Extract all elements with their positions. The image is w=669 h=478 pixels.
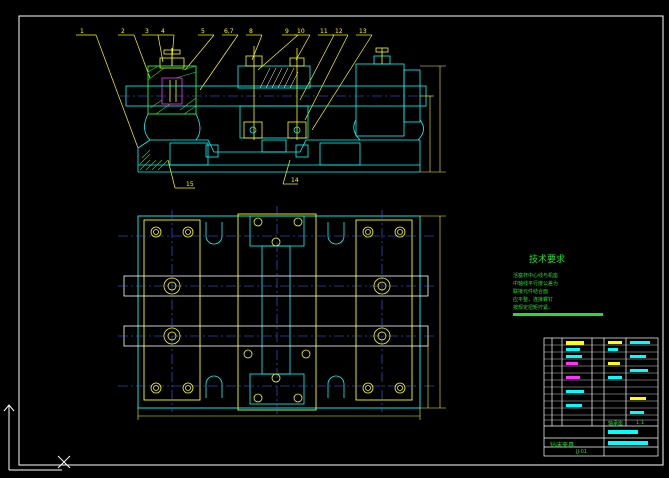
section-hatching <box>139 149 169 171</box>
dimension-lines <box>420 65 446 173</box>
callout-label: 4 <box>161 28 165 35</box>
front-view: 1 2 3 4 5 6,7 8 9 10 11 12 13 15 14 <box>76 28 446 189</box>
tech-line: 按规定扭矩拧紧。 <box>513 305 554 311</box>
title-block-drawing-no: JJ-01 <box>576 449 587 455</box>
main-shaft <box>120 85 432 107</box>
ucs-icon <box>3 404 71 471</box>
title-block-fills <box>566 341 650 445</box>
callout-label: 12 <box>335 28 343 35</box>
title-block-footer: 钻床夹具 <box>550 442 575 449</box>
drawing-frame <box>18 15 664 466</box>
callout-label: 11 <box>320 28 328 35</box>
callout-label: 2 <box>121 28 125 35</box>
callout-label: 1 <box>80 28 84 35</box>
callout-label: 10 <box>297 28 305 35</box>
callout-label: 14 <box>291 177 299 184</box>
tech-line: 应平整，连接螺钉 <box>513 297 554 303</box>
callout-label: 15 <box>186 181 194 188</box>
callout-label: 5 <box>201 28 205 35</box>
tech-requirements-body: 活塞杆中心线与机座 中轴线平行度公差为 联接元件结合面 应平整，连接螺钉 按规定… <box>513 272 611 312</box>
tech-requirements-title: 技术要求 <box>529 255 566 265</box>
middle-slider <box>237 46 311 153</box>
left-bearing-housing <box>144 48 201 141</box>
tech-line: 中轴线平行度公差为 <box>513 281 559 287</box>
tech-line: 活塞杆中心线与机座 <box>513 273 559 279</box>
base-casting <box>137 139 421 173</box>
tech-highlight <box>513 313 603 316</box>
tech-line: 联接元件结合面 <box>513 289 549 295</box>
callout-label: 9 <box>285 28 289 35</box>
callout-labels: 1 2 3 4 5 6,7 8 9 10 11 12 13 15 14 <box>80 28 367 188</box>
right-bearing-housing <box>353 47 424 141</box>
title-block <box>543 337 659 457</box>
callout-label: 8 <box>249 28 253 35</box>
callout-label: 3 <box>145 28 149 35</box>
callout-leaders <box>76 34 373 189</box>
title-block-rows <box>544 344 658 421</box>
callout-label: 13 <box>359 28 367 35</box>
top-view <box>118 206 446 420</box>
bolt-holes <box>150 217 406 403</box>
callout-label: 6,7 <box>224 28 234 35</box>
title-block-scale: 1:1 <box>636 420 645 426</box>
dimension-lines <box>137 215 446 420</box>
title-block-name: 轴承座 <box>608 421 624 427</box>
